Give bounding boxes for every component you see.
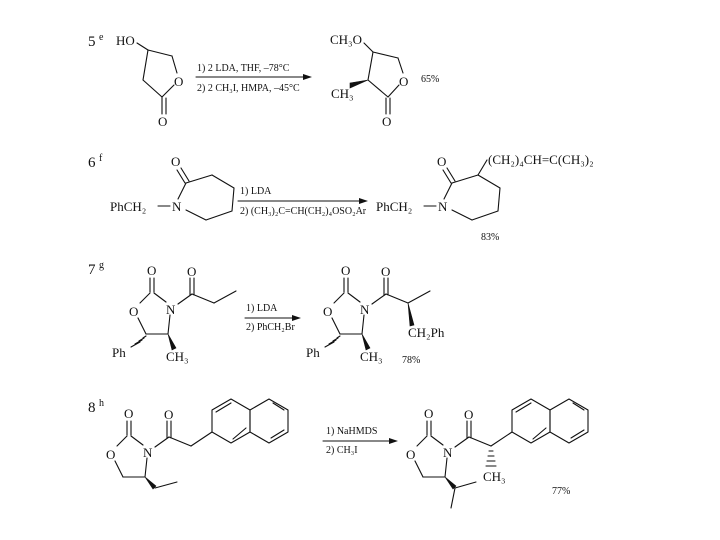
starting-material-5: HO O O bbox=[116, 33, 183, 129]
carbonyl-oxygen-label: O bbox=[158, 114, 167, 129]
entry-footnote: g bbox=[99, 260, 104, 271]
naphthyl-ring bbox=[511, 398, 589, 444]
hydroxyl-label: HO bbox=[116, 33, 135, 48]
entry-number: 8 bbox=[88, 400, 96, 416]
condition-1: 1) 2 LDA, THF, –78°C bbox=[197, 63, 290, 74]
nitrogen-label: N bbox=[443, 445, 453, 460]
carbonyl-oxygen-label: O bbox=[124, 406, 133, 421]
carbonyl-oxygen-label: O bbox=[171, 154, 180, 169]
condition-2: 2) 2 CH₃I, HMPA, –45°C bbox=[197, 83, 300, 94]
starting-material-8: O O N O bbox=[106, 398, 289, 490]
phenyl-label: Ph bbox=[112, 345, 126, 360]
arrowhead bbox=[389, 438, 398, 444]
product-7: O O N O CH₂Ph Ph bbox=[306, 263, 445, 364]
condition-2: 2) PhCH₂Br bbox=[246, 322, 295, 333]
carbonyl-oxygen-label: O bbox=[437, 154, 446, 169]
ring-oxygen-label: O bbox=[106, 447, 115, 462]
reaction-6: 6 f O N PhCH₂ 1) LDA 2) (CH₃)₂C=CH(CH₂)₄… bbox=[88, 152, 594, 243]
methyl-label: CH₃ bbox=[360, 349, 383, 364]
benzyl-label: PhCH₂ bbox=[376, 199, 412, 214]
acyl-oxygen-label: O bbox=[464, 407, 473, 422]
starting-material-7: O O N O Ph CH₃ bbox=[112, 263, 237, 364]
methyl-label: CH₃ bbox=[331, 86, 354, 101]
arrowhead bbox=[303, 74, 312, 80]
benzyl-label: CH₂Ph bbox=[408, 325, 445, 340]
nitrogen-label: N bbox=[438, 199, 448, 214]
entry-footnote: f bbox=[99, 153, 103, 164]
nitrogen-label: N bbox=[360, 302, 370, 317]
phenyl-hash-bond bbox=[324, 335, 341, 348]
methyl-wedge bbox=[361, 333, 371, 351]
reaction-5: 5 e HO O O 1) 2 LDA, THF, –78°C 2) 2 CH₃… bbox=[88, 32, 439, 129]
phenyl-label: Ph bbox=[306, 345, 320, 360]
methyl-label: CH₃ bbox=[166, 349, 189, 364]
isopropyl-wedge bbox=[444, 476, 457, 490]
methyl-wedge bbox=[167, 333, 177, 351]
condition-1: 1) NaHMDS bbox=[326, 426, 377, 437]
carbonyl-oxygen-label: O bbox=[424, 406, 433, 421]
ring-oxygen-label: O bbox=[323, 304, 332, 319]
methyl-hash-bond bbox=[485, 450, 497, 467]
carbonyl-oxygen-label: O bbox=[147, 263, 156, 278]
acyl-oxygen-label: O bbox=[187, 264, 196, 279]
methoxy-label: CH₃O bbox=[330, 32, 362, 47]
ring-oxygen-label: O bbox=[129, 304, 138, 319]
carbonyl-oxygen-label: O bbox=[382, 114, 391, 129]
ring-oxygen-label: O bbox=[399, 74, 408, 89]
yield-label: 65% bbox=[421, 74, 439, 85]
product-6: O N PhCH₂ (CH₂)₄CH=C(CH₃)₂ bbox=[376, 152, 594, 221]
ring-oxygen-label: O bbox=[174, 74, 183, 89]
nitrogen-label: N bbox=[172, 199, 182, 214]
entry-number: 5 bbox=[88, 34, 96, 50]
condition-2: 2) (CH₃)₂C=CH(CH₂)₄OSO₂Ar bbox=[240, 206, 367, 217]
entry-number: 6 bbox=[88, 155, 96, 171]
methyl-label: CH₃ bbox=[483, 469, 506, 484]
product-8: O O N O CH₃ bbox=[406, 398, 589, 509]
entry-number: 7 bbox=[88, 262, 96, 278]
condition-1: 1) LDA bbox=[240, 186, 272, 197]
benzyl-label: PhCH₂ bbox=[110, 199, 146, 214]
nitrogen-label: N bbox=[166, 302, 176, 317]
entry-footnote: e bbox=[99, 32, 104, 43]
condition-2: 2) CH₃I bbox=[326, 445, 358, 456]
acyl-oxygen-label: O bbox=[164, 407, 173, 422]
nitrogen-label: N bbox=[143, 445, 153, 460]
reaction-7: 7 g O O N O bbox=[88, 260, 445, 366]
entry-footnote: h bbox=[99, 398, 104, 409]
reaction-8: 8 h O O N O bbox=[88, 398, 589, 509]
carbonyl-oxygen-label: O bbox=[341, 263, 350, 278]
yield-label: 77% bbox=[552, 486, 570, 497]
naphthyl-ring bbox=[211, 398, 289, 444]
ethyl-wedge bbox=[144, 476, 157, 490]
phenyl-hash-bond bbox=[130, 335, 147, 348]
methyl-wedge bbox=[349, 79, 369, 89]
starting-material-6: O N PhCH₂ bbox=[110, 154, 235, 221]
arrowhead bbox=[292, 315, 301, 321]
acyl-oxygen-label: O bbox=[381, 264, 390, 279]
condition-1: 1) LDA bbox=[246, 303, 278, 314]
yield-label: 83% bbox=[481, 232, 499, 243]
side-chain-label: (CH₂)₄CH=C(CH₃)₂ bbox=[488, 152, 594, 167]
arrowhead bbox=[359, 198, 368, 204]
yield-label: 78% bbox=[402, 355, 420, 366]
ring-oxygen-label: O bbox=[406, 447, 415, 462]
benzyl-wedge bbox=[407, 302, 415, 327]
product-5: CH₃O O CH₃ O bbox=[330, 32, 408, 129]
